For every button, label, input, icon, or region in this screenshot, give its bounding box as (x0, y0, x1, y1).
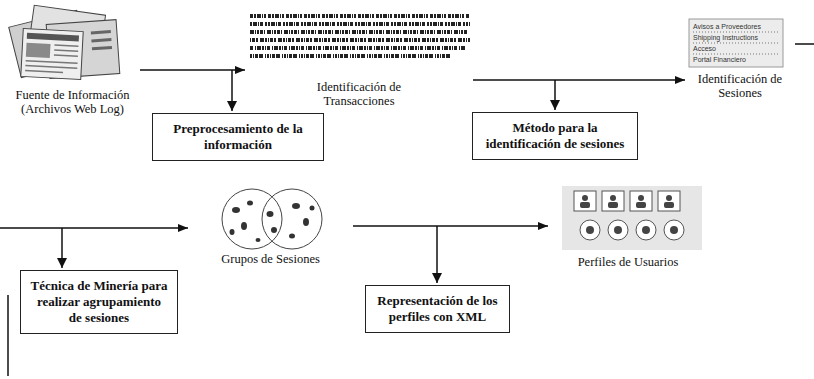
illustrated-step: Perfiles de Usuarios (548, 185, 708, 269)
method-box: Representación de los perfiles con XML (365, 285, 510, 333)
log-line (250, 38, 470, 42)
cluster-point (289, 234, 295, 239)
person-icon (664, 202, 674, 208)
step-caption: Fuente de Información (Archivos Web Log) (5, 88, 140, 116)
illustrated-step: Identificación de Transacciones (245, 10, 473, 108)
cluster-point (232, 207, 240, 213)
badge-dot (586, 226, 594, 234)
box-text: Preprocesamiento de la información (161, 121, 315, 153)
newspaper-line (25, 66, 77, 69)
newspaper-line (91, 38, 111, 42)
cluster-point (230, 229, 235, 235)
log-line (250, 54, 452, 58)
list-item-label: Portal Financiero (693, 55, 746, 64)
cluster-points (230, 201, 315, 243)
log-line (250, 30, 468, 34)
step-caption: Perfiles de Usuarios (551, 255, 706, 269)
newspaper-line (26, 61, 78, 64)
step-caption: Grupos de Sesiones (191, 252, 351, 266)
flow-arrow (140, 69, 245, 71)
profile-tile (574, 191, 596, 211)
illustrated-step: Fuente de Información (Archivos Web Log) (5, 4, 140, 116)
newspaper-sheet (21, 28, 83, 79)
profile-badge (636, 220, 656, 240)
cluster-point (256, 238, 261, 242)
newspaper-front (21, 28, 83, 79)
person-icon (580, 202, 590, 208)
cluster-point (247, 201, 253, 206)
badge-dot (642, 226, 650, 234)
flow-arrow (0, 44, 814, 228)
cluster-point (292, 203, 300, 209)
cluster-circle (262, 189, 322, 249)
profile-badge (580, 220, 600, 240)
profile-tile (658, 191, 680, 211)
profile-tile (630, 191, 652, 211)
border-line (7, 295, 9, 376)
badge-dot (670, 226, 678, 234)
profile-badge (664, 220, 684, 240)
profile-panel (562, 186, 702, 250)
dotted-separator (693, 43, 778, 44)
list-item-label: Shipping Instructions (693, 33, 758, 42)
flow-arrow (353, 225, 548, 227)
illustrated-step: Grupos de Sesiones (188, 188, 353, 266)
newspaper-line (92, 46, 112, 50)
person-icon (636, 202, 646, 208)
flow-arrow (473, 79, 685, 81)
cluster-point (303, 218, 309, 226)
dotted-separator (693, 54, 778, 55)
leader-arrow (436, 226, 438, 283)
cluster-point (310, 206, 315, 211)
leader-arrow (231, 70, 233, 111)
box-text: Representación de los perfiles con XML (374, 293, 501, 325)
method-box: Preprocesamiento de la información (152, 113, 324, 161)
leader-arrow (61, 228, 63, 268)
step-caption: Identificación de Transacciones (294, 80, 424, 108)
step-caption: Identificación de Sesiones (686, 72, 794, 100)
person-icon (610, 195, 616, 201)
list-item-label: Avisos a Proveedores (693, 22, 761, 31)
newspaper-line (54, 45, 78, 46)
log-line (250, 46, 466, 50)
cluster-point (241, 222, 247, 230)
person-icon (582, 195, 588, 201)
dotted-separator (693, 32, 778, 33)
box-text: Método para la identificación de sesione… (481, 120, 629, 152)
list-item-label: Acceso (693, 44, 716, 53)
newspaper-photo (26, 43, 51, 58)
newspaper-line (54, 55, 78, 56)
log-line (250, 22, 470, 26)
badge-dot (614, 226, 622, 234)
session-panel (689, 19, 783, 67)
log-lines (250, 16, 470, 56)
person-icon (608, 202, 618, 208)
newspaper-line (25, 71, 63, 73)
cluster-point (271, 227, 277, 233)
person-icon (666, 195, 672, 201)
venn-clusters (222, 189, 322, 249)
profile-tile (602, 191, 624, 211)
session-list (689, 19, 783, 67)
newspaper-stack (9, 5, 120, 79)
method-box: Técnica de Minería para realizar agrupam… (20, 270, 178, 334)
newspaper-line (91, 30, 111, 34)
method-box: Método para la identificación de sesione… (472, 112, 638, 160)
cluster-point (267, 211, 274, 217)
box-text: Técnica de Minería para realizar agrupam… (29, 278, 169, 326)
cluster-circle (222, 189, 282, 249)
person-icon (638, 195, 644, 201)
log-line (250, 14, 470, 18)
newspaper-headline (27, 33, 79, 42)
profile-icons (562, 186, 702, 250)
newspaper-line (54, 50, 78, 51)
profile-badge (608, 220, 628, 240)
leader-arrow (554, 80, 556, 110)
